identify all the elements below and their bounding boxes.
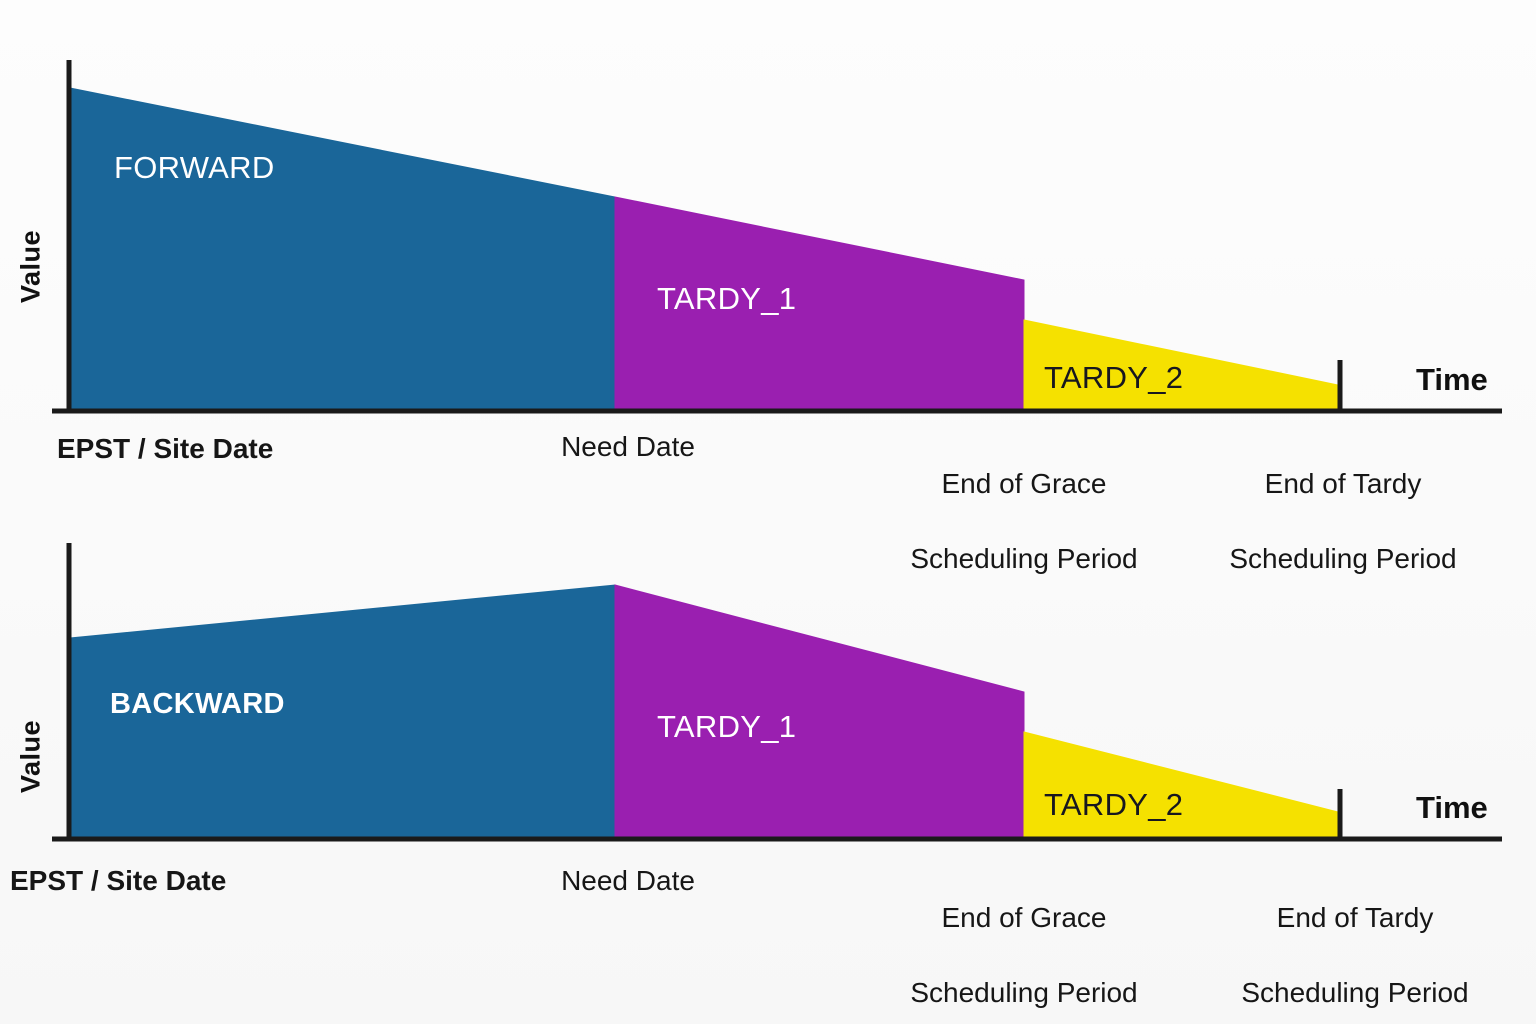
backward-band-label: BACKWARD	[110, 688, 285, 720]
forward-tardy1-band-label: TARDY_1	[657, 281, 797, 316]
forward-tick-need-date: Need Date	[561, 431, 695, 462]
backward-y-axis-title: Value	[15, 719, 46, 794]
backward-tick-end-grace-line1: End of Grace	[941, 901, 1107, 933]
forward-x-axis-title: Time	[1416, 362, 1488, 397]
forward-chart-panel: Value Time FORWARD TARDY_1 TARDY_2 EPST …	[15, 60, 1502, 574]
forward-band-label: FORWARD	[114, 150, 275, 185]
backward-tick-end-grace-line2: Scheduling Period	[910, 977, 1138, 1009]
forward-chart-graphic	[52, 60, 1502, 414]
forward-tick-end-grace: End of Grace Scheduling Period	[884, 427, 1164, 578]
forward-tick-end-tardy: End of Tardy Scheduling Period	[1203, 427, 1483, 578]
backward-chart-graphic	[52, 543, 1502, 842]
backward-tick-end-tardy-line2: Scheduling Period	[1241, 977, 1469, 1009]
forward-band-area	[69, 87, 616, 411]
backward-tick-end-tardy-line1: End of Tardy	[1276, 901, 1434, 933]
backward-tardy1-band-label: TARDY_1	[657, 709, 797, 744]
backward-tick-need-date: Need Date	[561, 865, 695, 896]
backward-x-axis-title: Time	[1416, 790, 1488, 825]
backward-tick-end-grace: End of Grace Scheduling Period	[884, 861, 1164, 1012]
forward-tick-end-tardy-line1: End of Tardy	[1264, 467, 1422, 499]
forward-y-axis-title: Value	[15, 229, 46, 304]
backward-tick-end-tardy: End of Tardy Scheduling Period	[1215, 861, 1495, 1012]
backward-chart-panel: Value Time BACKWARD TARDY_1 TARDY_2 EPST…	[0, 512, 1536, 1024]
forward-tardy2-band-label: TARDY_2	[1044, 360, 1184, 395]
forward-tick-end-tardy-line2: Scheduling Period	[1229, 543, 1457, 575]
forward-tick-end-grace-line1: End of Grace	[941, 467, 1107, 499]
forward-tick-epst: EPST / Site Date	[57, 433, 274, 464]
backward-tick-epst: EPST / Site Date	[10, 865, 227, 896]
backward-tardy2-band-label: TARDY_2	[1044, 787, 1184, 822]
forward-tick-end-grace-line2: Scheduling Period	[910, 543, 1138, 575]
